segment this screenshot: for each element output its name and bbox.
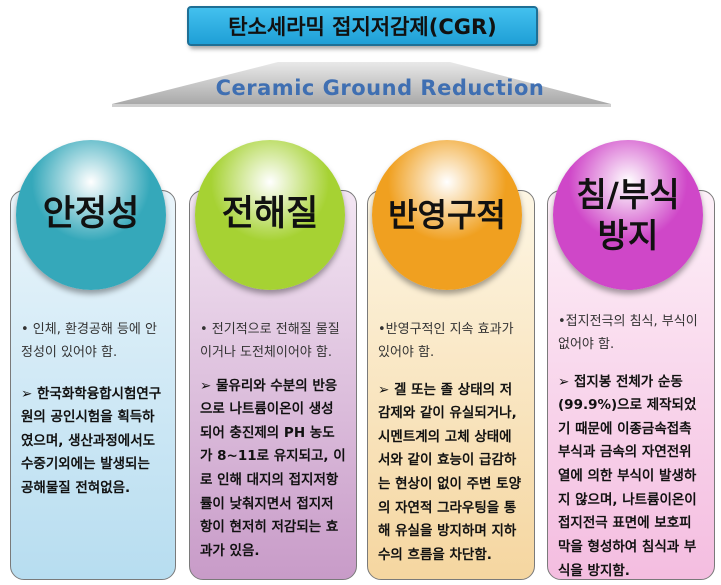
point2: ➢ 한국화학융합시험연구원의 공인시험을 획득하였으며, 생산과정에서도 수중기… xyxy=(21,385,162,497)
circle-stability: 안정성 xyxy=(16,140,166,290)
point1: • 인체, 환경공해 등에 안정성이 있어야 함. xyxy=(21,322,157,360)
point2: ➢ 접지봉 전체가 순동(99.9%)으로 제작되었기 때문에 이종금속접촉부식… xyxy=(558,373,697,579)
circle-corrosion-prevention: 침/부식 방지 xyxy=(553,140,703,290)
point2: ➢ 물유리와 수분의 반응으로 나트륨이온이 생성되어 충진제의 PH 농도가 … xyxy=(200,377,346,559)
heading: 반영구적 xyxy=(388,196,506,234)
title-text: 탄소세라믹 접지저감제(CGR) xyxy=(228,15,497,39)
title-box: 탄소세라믹 접지저감제(CGR) xyxy=(187,6,538,46)
point2: ➢ 겔 또는 졸 상태의 저감제와 같이 유실되거나, 시멘트계의 고체 상태에… xyxy=(378,381,521,563)
point1: •반영구적인 지속 효과가 있어야 함. xyxy=(378,322,514,360)
circle-semi-permanent: 반영구적 xyxy=(372,140,522,290)
heading: 전해질 xyxy=(221,194,319,235)
heading: 안정성 xyxy=(42,194,140,235)
subtitle: Ceramic Ground Reduction xyxy=(215,76,545,100)
point1: • 전기적으로 전해질 물질이거나 도전체이어야 함. xyxy=(200,322,340,360)
roof-shape xyxy=(112,62,611,107)
roof-top xyxy=(112,62,611,104)
point1: •접지전극의 침식, 부식이 없어야 함. xyxy=(558,314,698,352)
circle-electrolyte: 전해질 xyxy=(195,140,345,290)
heading: 침/부식 방지 xyxy=(576,174,680,255)
roof-base xyxy=(112,104,611,107)
